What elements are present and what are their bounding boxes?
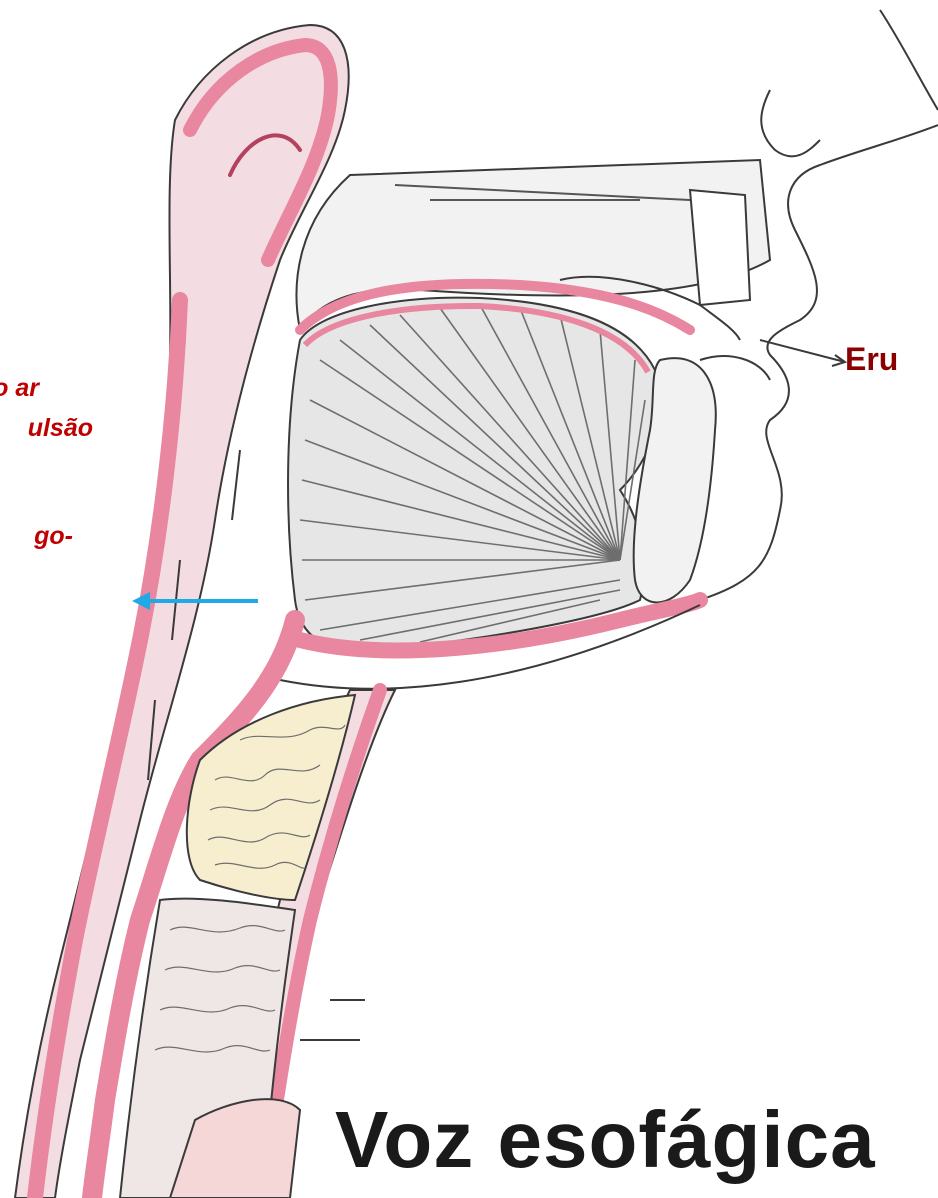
tongue (288, 298, 660, 651)
figure-caption: Voz esofágica (335, 1095, 876, 1185)
tongue-outline (288, 298, 660, 651)
nose-outline (761, 90, 820, 156)
face-profile-outline (700, 10, 938, 600)
right-annotation: Eru (845, 341, 898, 378)
left-annotation-line-2: ulsão (28, 408, 93, 448)
upper-teeth (690, 190, 750, 305)
left-annotation-line-3: go- (34, 516, 73, 556)
left-annotation-line-1: o ar (0, 368, 39, 408)
lower-lip (700, 356, 770, 380)
